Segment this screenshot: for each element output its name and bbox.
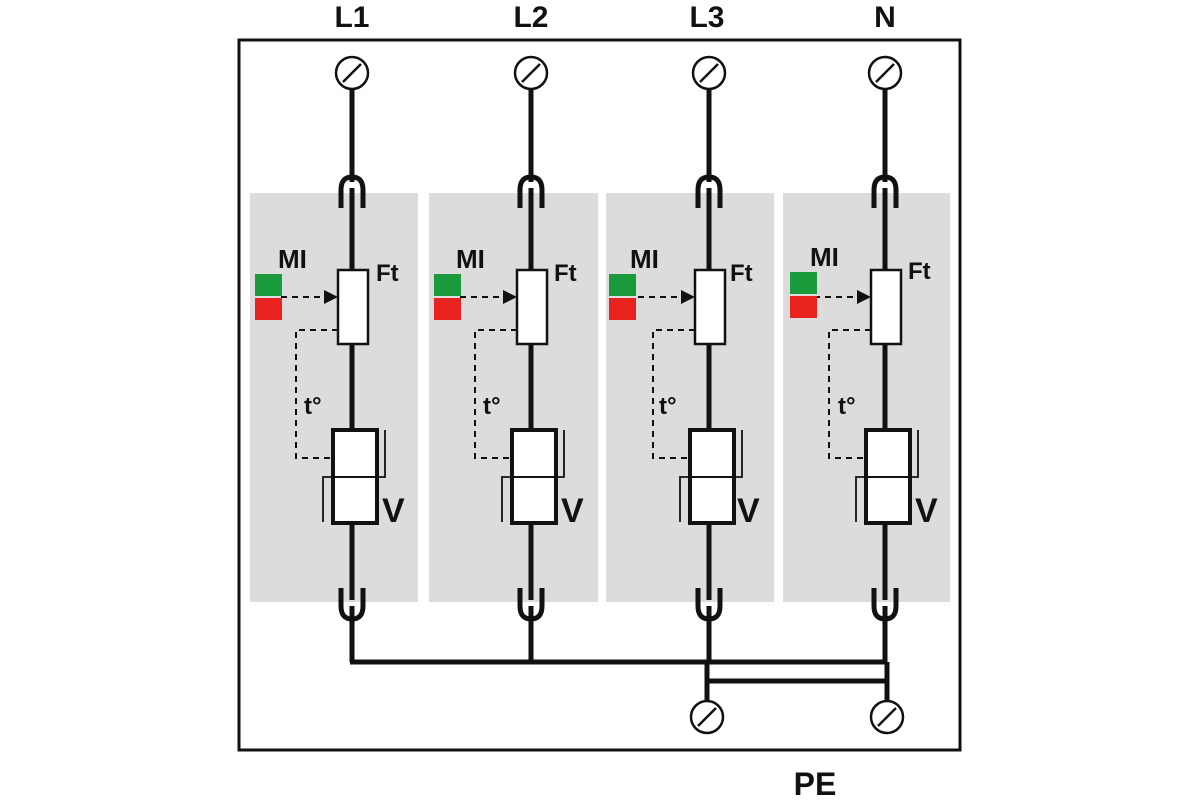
indicator-l3 bbox=[609, 274, 636, 320]
pe-terminal-1 bbox=[689, 699, 725, 735]
module-background bbox=[783, 193, 950, 602]
mi-label-l2: MI bbox=[456, 244, 485, 274]
phase-label-n: N bbox=[874, 1, 896, 34]
module-background bbox=[429, 193, 598, 602]
indicator-fault bbox=[255, 298, 282, 320]
indicator-fault bbox=[434, 298, 461, 320]
mi-label-l1: MI bbox=[278, 244, 307, 274]
mi-label-l3: MI bbox=[630, 244, 659, 274]
indicator-ok bbox=[255, 274, 282, 296]
pe-terminal-2 bbox=[869, 699, 905, 735]
indicator-n bbox=[790, 272, 817, 318]
indicator-ok bbox=[434, 274, 461, 296]
varistor-label-l2: V bbox=[561, 492, 584, 530]
pe-label: PE bbox=[794, 766, 837, 800]
varistor-label-l1: V bbox=[382, 492, 405, 530]
phase-label-l1: L1 bbox=[334, 1, 369, 34]
thermal-label-l3: t° bbox=[659, 393, 677, 420]
varistor-label-n: V bbox=[915, 492, 938, 530]
module-background bbox=[606, 193, 774, 602]
indicator-fault bbox=[609, 298, 636, 320]
module-n bbox=[783, 193, 950, 602]
module-l1 bbox=[250, 193, 418, 602]
module-background bbox=[250, 193, 418, 602]
module-l3 bbox=[606, 193, 774, 602]
phase-label-l3: L3 bbox=[689, 1, 724, 34]
ft-label-l3: Ft bbox=[730, 260, 753, 287]
indicator-l1 bbox=[255, 274, 282, 320]
thermal-label-l1: t° bbox=[304, 393, 322, 420]
ft-label-l1: Ft bbox=[376, 260, 399, 287]
phase-label-l2: L2 bbox=[513, 1, 548, 34]
ft-label-l2: Ft bbox=[554, 260, 577, 287]
thermal-label-n: t° bbox=[838, 393, 856, 420]
thermal-label-l2: t° bbox=[483, 393, 501, 420]
varistor-label-l3: V bbox=[737, 492, 760, 530]
module-l2 bbox=[429, 193, 598, 602]
mi-label-n: MI bbox=[810, 242, 839, 272]
enclosure-frame bbox=[237, 38, 962, 752]
indicator-l2 bbox=[434, 274, 461, 320]
indicator-fault bbox=[790, 296, 817, 318]
indicator-ok bbox=[790, 272, 817, 294]
indicator-ok bbox=[609, 274, 636, 296]
ft-label-n: Ft bbox=[908, 258, 931, 285]
